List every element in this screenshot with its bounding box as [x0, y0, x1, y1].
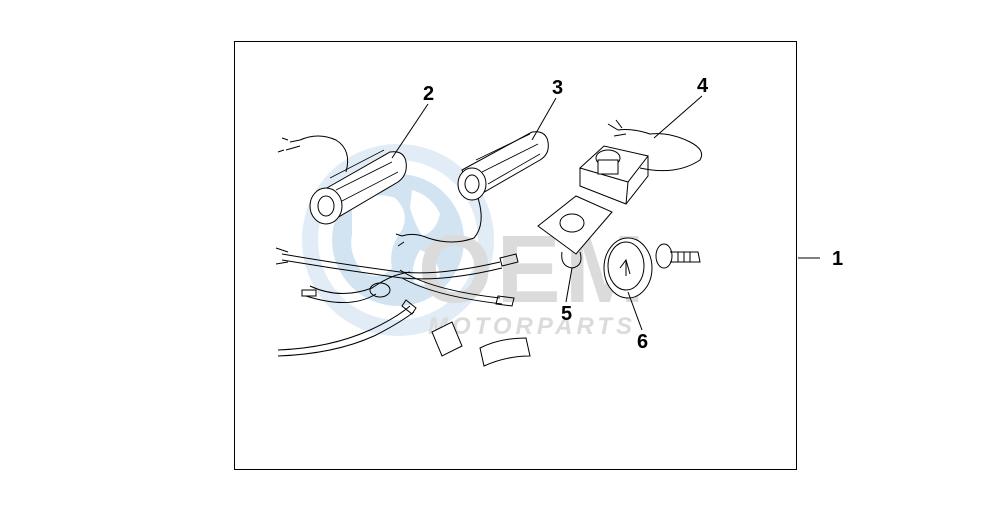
leader-lines [391, 95, 820, 331]
callout-label-1: 1 [832, 248, 843, 270]
sleeve-part [431, 321, 463, 357]
callout-label-4: 4 [697, 75, 709, 97]
callout-label-3: 3 [552, 77, 563, 99]
wire-harness-part [275, 247, 519, 357]
grip-band-part [479, 337, 531, 367]
switch-disc-part [603, 237, 653, 299]
switch-unit-part [579, 119, 703, 205]
left-grip-part [277, 135, 407, 225]
bolt-part [655, 243, 701, 269]
callout-label-2: 2 [423, 83, 434, 105]
callout-label-6: 6 [637, 331, 648, 353]
callout-label-5: 5 [561, 303, 572, 325]
bracket-plate-part [537, 195, 613, 269]
watermark-sub-text: MOTORPARTS [428, 313, 636, 340]
right-grip-part [395, 131, 549, 247]
diagram-frame [234, 41, 797, 470]
